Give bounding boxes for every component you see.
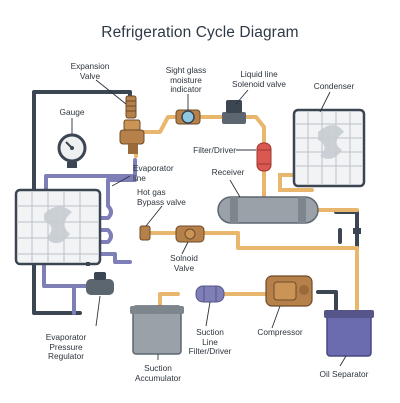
label-liquid-line-solenoid: Liquid line Solenoid valve (232, 69, 286, 89)
leader-lines (71, 79, 347, 367)
diagram-title: Refrigeration Cycle Diagram (101, 24, 299, 41)
label-evaporator-pressure-regulator: Evaporator Pressure Regulator (45, 332, 87, 361)
liquid-line-solenoid-valve (222, 100, 246, 124)
solenoid-valve (175, 225, 205, 243)
label-gauge: Gauge (59, 107, 85, 117)
label-oil-separator: Oil Separator (319, 369, 369, 379)
label-expansion-valve: Expansion Valve (70, 61, 110, 81)
label-solenoid-valve: Solnoid Valve (170, 253, 198, 273)
label-suction-line-filter: Suction Line Filter/Driver (188, 327, 232, 356)
condenser (292, 108, 366, 188)
label-condenser: Condenser (313, 81, 355, 91)
compressor (265, 275, 313, 307)
suction-lines (42, 158, 137, 315)
label-filter-driver: Filter/Driver (193, 145, 236, 155)
expansion-valve (119, 95, 145, 154)
label-compressor: Compressor (257, 327, 303, 337)
gauge (57, 133, 87, 168)
suction-line-filter (195, 285, 225, 303)
filter-driver (256, 142, 272, 172)
suction-accumulator (130, 305, 184, 355)
label-suction-accumulator: Suction Accumulator (134, 363, 182, 383)
sight-glass (175, 109, 201, 125)
evaporator-pressure-regulator (86, 272, 114, 295)
liquid-lines (134, 115, 359, 314)
receiver (217, 196, 319, 224)
junctions (86, 228, 361, 266)
hot-gas-bypass-valve (139, 225, 151, 241)
oil-separator (324, 310, 374, 357)
label-evaporator-line: Evaporator line (133, 163, 174, 183)
evaporator (14, 188, 102, 266)
label-receiver: Receiver (211, 167, 245, 177)
label-hot-gas-bypass: Hot gas Bypass valve (137, 187, 186, 207)
label-sight-glass: Sight glass moisture indicator (165, 65, 207, 94)
